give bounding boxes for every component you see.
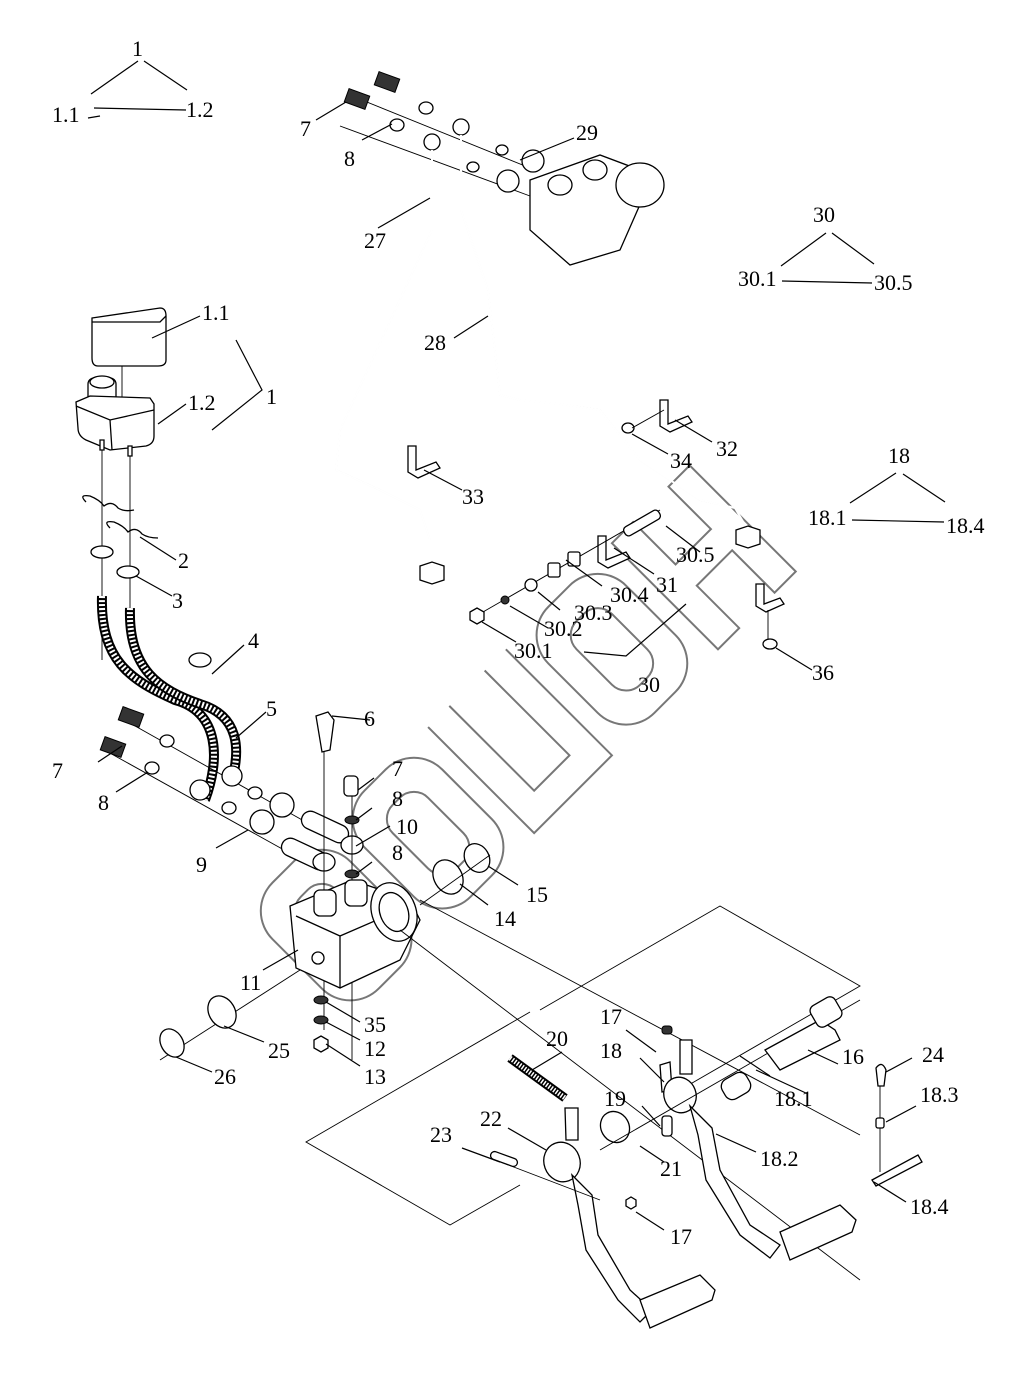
legend-18-child-2: 18.4 bbox=[946, 513, 985, 538]
legend-1-child-1: 1.1 bbox=[52, 102, 80, 127]
legend-30-child-1: 30.1 bbox=[738, 266, 777, 291]
callout-1-1: 1.1 bbox=[202, 300, 230, 325]
legend-group-30: 30 30.1 30.5 bbox=[738, 202, 913, 295]
callout-1: 1 bbox=[266, 384, 277, 409]
callout-7-mid: 7 bbox=[392, 756, 403, 781]
callout-3: 3 bbox=[172, 588, 183, 613]
callout-33: 33 bbox=[462, 484, 484, 509]
clutch-pedal-pad bbox=[779, 1204, 857, 1261]
callout-7-top: 7 bbox=[300, 116, 311, 141]
callout-18: 18 bbox=[600, 1038, 622, 1063]
callout-4: 4 bbox=[248, 628, 259, 653]
callout-34: 34 bbox=[670, 448, 692, 473]
legend-group-1: 1 1.1 1.2 bbox=[52, 36, 214, 127]
callout-31: 31 bbox=[656, 572, 678, 597]
callout-6: 6 bbox=[364, 706, 375, 731]
brake-lines bbox=[334, 71, 761, 585]
callout-29: 29 bbox=[576, 120, 598, 145]
bracket-32 bbox=[659, 399, 693, 433]
callout-13: 13 bbox=[364, 1064, 386, 1089]
callout-30: 30 bbox=[638, 672, 660, 697]
callout-8-mid-upper: 8 bbox=[392, 786, 403, 811]
legend-1-child-2: 1.2 bbox=[186, 97, 214, 122]
callout-2: 2 bbox=[178, 548, 189, 573]
legend-group-18: 18 18.1 18.4 bbox=[808, 443, 985, 538]
callout-36: 36 bbox=[812, 660, 834, 685]
legend-30-parent: 30 bbox=[813, 202, 835, 227]
callout-11: 11 bbox=[240, 970, 261, 995]
callout-15: 15 bbox=[526, 882, 548, 907]
brake-pedal-pad bbox=[639, 1274, 716, 1329]
legend-30-child-2: 30.5 bbox=[874, 270, 913, 295]
callout-14: 14 bbox=[494, 906, 516, 931]
bracket-36 bbox=[755, 583, 785, 613]
callout-28: 28 bbox=[424, 330, 446, 355]
callout-1-2: 1.2 bbox=[188, 390, 216, 415]
callout-12: 12 bbox=[364, 1036, 386, 1061]
watermark bbox=[259, 464, 798, 1002]
callout-30-4: 30.4 bbox=[610, 582, 649, 607]
callout-18-2: 18.2 bbox=[760, 1146, 799, 1171]
callout-23: 23 bbox=[430, 1122, 452, 1147]
legend-18-child-1: 18.1 bbox=[808, 505, 847, 530]
reservoir-tank bbox=[75, 395, 155, 451]
callout-18-3: 18.3 bbox=[920, 1082, 959, 1107]
callout-16: 16 bbox=[842, 1044, 864, 1069]
callout-35: 35 bbox=[364, 1012, 386, 1037]
callout-19: 19 bbox=[604, 1086, 626, 1111]
callout-30-2: 30.2 bbox=[544, 616, 583, 641]
callout-24: 24 bbox=[922, 1042, 944, 1067]
callout-8-mid-lower: 8 bbox=[392, 840, 403, 865]
legend-1-parent: 1 bbox=[132, 36, 143, 61]
callout-5: 5 bbox=[266, 696, 277, 721]
bracket-33 bbox=[407, 445, 441, 479]
callout-18-1: 18.1 bbox=[774, 1086, 813, 1111]
brackets bbox=[407, 399, 785, 650]
callout-30-1: 30.1 bbox=[514, 638, 553, 663]
bracket-31 bbox=[597, 535, 631, 569]
callout-22: 22 bbox=[480, 1106, 502, 1131]
callout-17-top: 17 bbox=[600, 1004, 622, 1029]
callout-21: 21 bbox=[660, 1156, 682, 1181]
callout-30-5: 30.5 bbox=[676, 542, 715, 567]
callout-20: 20 bbox=[546, 1026, 568, 1051]
callout-8-top: 8 bbox=[344, 146, 355, 171]
callout-labels: 1.1 1.2 1 2 3 4 5 6 7 8 7 8 7 8 8 9 10 1… bbox=[52, 116, 959, 1249]
callout-10: 10 bbox=[396, 814, 418, 839]
washer-25 bbox=[207, 995, 237, 1029]
hoses bbox=[96, 595, 242, 802]
callout-30-3: 30.3 bbox=[574, 600, 613, 625]
callout-17-bottom: 17 bbox=[670, 1224, 692, 1249]
callout-8-left: 8 bbox=[98, 790, 109, 815]
leader-lines bbox=[87, 101, 917, 1231]
lower-fittings bbox=[99, 706, 364, 1060]
callout-27: 27 bbox=[364, 228, 386, 253]
assembly-frame bbox=[305, 905, 861, 1226]
circlip-26 bbox=[159, 1028, 185, 1058]
retaining-ring-15 bbox=[463, 843, 491, 873]
callout-7-left: 7 bbox=[52, 758, 63, 783]
seal-ring-14 bbox=[432, 859, 464, 895]
callout-32: 32 bbox=[716, 436, 738, 461]
callout-9: 9 bbox=[196, 852, 207, 877]
callout-18-4: 18.4 bbox=[910, 1194, 949, 1219]
hose-clamp-4 bbox=[188, 652, 212, 668]
pedals bbox=[489, 996, 923, 1329]
callout-26: 26 bbox=[214, 1064, 236, 1089]
hose-clips bbox=[82, 494, 212, 668]
reservoir-assembly bbox=[75, 307, 167, 660]
master-cylinder-body bbox=[159, 843, 861, 1281]
callout-25: 25 bbox=[268, 1038, 290, 1063]
legend-18-parent: 18 bbox=[888, 443, 910, 468]
